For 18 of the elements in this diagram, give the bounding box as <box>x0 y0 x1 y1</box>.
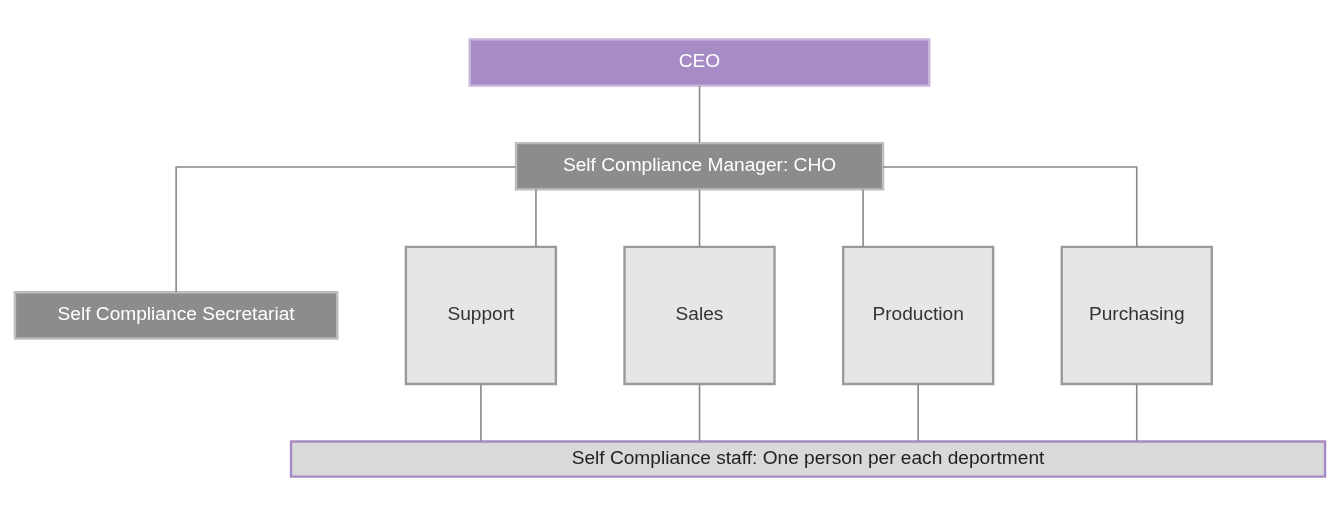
node-box: Sales <box>623 245 776 385</box>
node-box: Self Compliance Secretariat <box>13 290 339 340</box>
connector <box>698 84 701 144</box>
connector <box>882 165 1138 247</box>
node-box: Self Compliance Manager: CHO <box>514 141 885 191</box>
connector <box>698 188 701 247</box>
node-box: Self Compliance staff: One person per each deportment <box>289 439 1327 478</box>
connector <box>480 383 482 442</box>
node-box: Production <box>841 245 995 385</box>
connector <box>175 165 517 293</box>
connector <box>1135 383 1138 442</box>
connector <box>535 188 537 247</box>
node-box: Purchasing <box>1060 245 1213 385</box>
node-box: Support <box>404 245 558 385</box>
connector <box>862 188 864 247</box>
connector <box>698 383 701 442</box>
node-box: CEO <box>468 37 931 87</box>
connector <box>917 383 919 442</box>
